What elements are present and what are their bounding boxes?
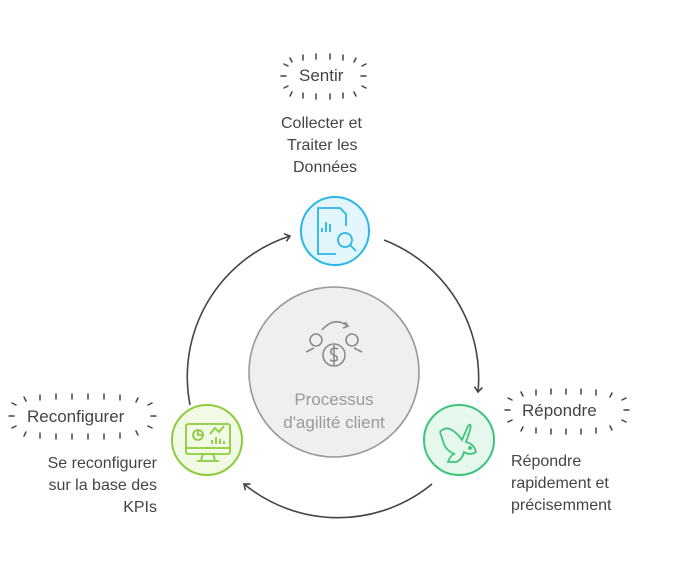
center-label-line2: d'agilité client xyxy=(283,413,385,432)
repondre-title: Répondre xyxy=(522,401,597,420)
desc-line: rapidement et xyxy=(511,475,609,492)
desc-line: Se reconfigurer xyxy=(47,455,157,472)
money-cycle-icon xyxy=(305,321,363,367)
desc-line: KPIs xyxy=(123,499,157,516)
document-search-chart-icon xyxy=(317,207,357,255)
rabbit-icon xyxy=(438,423,478,463)
repondre-node xyxy=(423,404,495,476)
desc-line: Traiter les xyxy=(287,137,358,154)
reconfigurer-title: Reconfigurer xyxy=(27,407,125,426)
monitor-dashboard-icon xyxy=(185,423,231,462)
arrow-reconfigurer-to-sentir xyxy=(186,232,292,406)
center-circle xyxy=(248,286,420,458)
repondre-burst-icon xyxy=(504,388,630,435)
repondre-description: Répondre rapidement et précisemment xyxy=(511,451,611,517)
desc-line: Données xyxy=(293,159,358,176)
reconfigurer-burst-icon xyxy=(8,393,157,440)
desc-line: Collecter et xyxy=(281,115,362,132)
desc-line: précisemment xyxy=(511,497,612,514)
desc-line: sur la base des xyxy=(48,477,157,494)
arrow-sentir-to-repondre xyxy=(383,239,484,394)
arrow-repondre-to-reconfigurer xyxy=(243,483,433,519)
center-label: Processus d'agilité client xyxy=(249,388,419,434)
desc-line: Répondre xyxy=(511,453,582,470)
reconfigurer-description: Se reconfigurer sur la base des KPIs xyxy=(20,453,157,519)
reconfigurer-node xyxy=(171,404,243,476)
sentir-description: Collecter et Traiter les Données xyxy=(281,113,362,179)
sentir-burst-icon xyxy=(280,53,367,100)
center-label-line1: Processus xyxy=(294,390,374,409)
sentir-title: Sentir xyxy=(299,66,344,85)
